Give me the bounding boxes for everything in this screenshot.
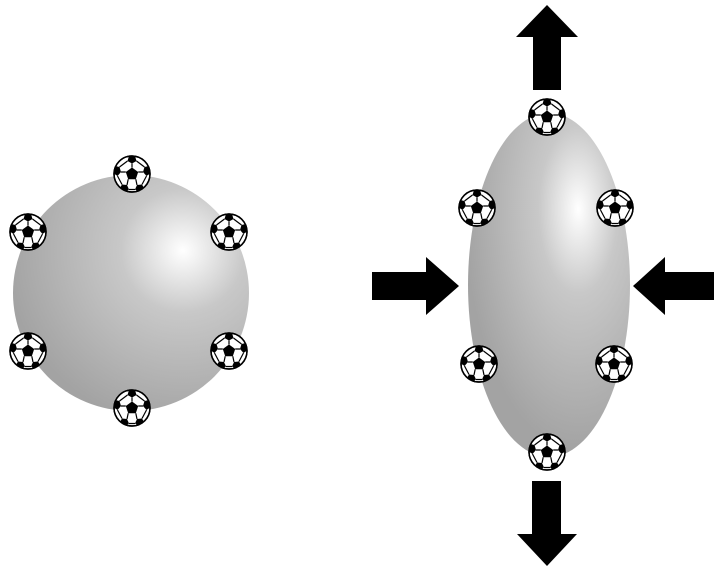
soccer-ball-icon <box>528 99 566 135</box>
soccer-ball-icon <box>528 434 566 470</box>
sphere-panel <box>9 156 249 426</box>
soccer-ball-icon <box>460 346 498 382</box>
arrow-up-icon <box>516 5 578 90</box>
arrow-inward-right-icon <box>633 257 714 315</box>
arrow-inward-left-icon <box>372 257 459 315</box>
sphere-body <box>13 175 249 411</box>
soccer-ball-icon <box>595 346 633 382</box>
soccer-ball-icon <box>210 214 248 250</box>
soccer-ball-icon <box>9 333 47 369</box>
ellipsoid-panel <box>372 5 714 566</box>
soccer-ball-icon <box>596 190 634 226</box>
soccer-ball-icon <box>113 156 151 192</box>
soccer-ball-icon <box>113 390 151 426</box>
ellipsoid-body <box>468 113 630 457</box>
soccer-ball-icon <box>210 333 248 369</box>
arrow-down-icon <box>517 481 577 566</box>
soccer-ball-icon <box>458 190 496 226</box>
soccer-ball-icon <box>9 214 47 250</box>
